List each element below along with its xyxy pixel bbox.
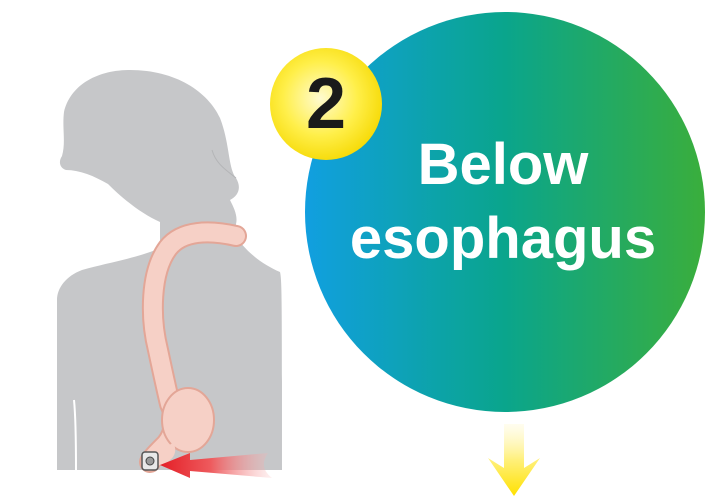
title-line-2: esophagus xyxy=(306,202,700,276)
title-line-1: Below xyxy=(306,128,700,202)
circle-title: Below esophagus xyxy=(306,128,700,276)
stomach xyxy=(162,388,214,452)
capsule-lens xyxy=(146,457,154,465)
down-arrow xyxy=(488,424,540,496)
